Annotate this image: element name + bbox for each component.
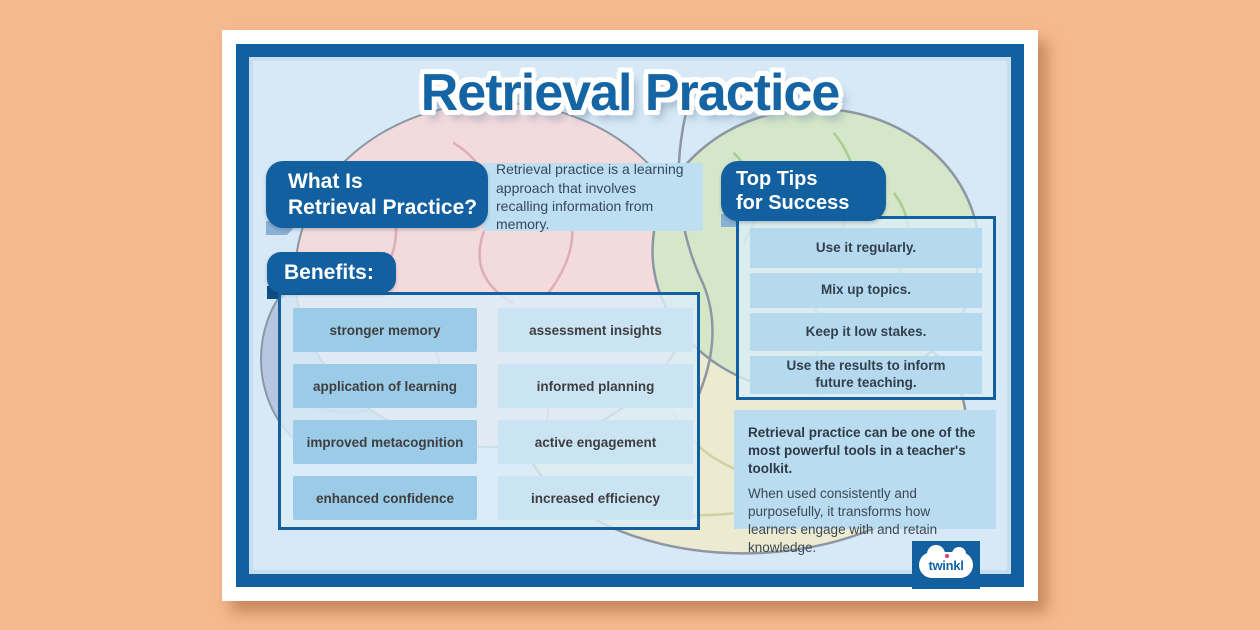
benefit-item: active engagement [498, 420, 693, 464]
summary-panel: Retrieval practice can be one of the mos… [734, 410, 996, 555]
twinkl-wordmark: twinkl [928, 557, 964, 573]
toptips-heading-line1: Top Tips [736, 167, 818, 190]
page-title: Retrieval Practice [420, 64, 841, 122]
poster-canvas: Retrieval Practice What Is Retrieval Pra… [249, 57, 1011, 574]
benefit-item: increased efficiency [498, 476, 693, 520]
whatis-description-box: Retrieval practice is a learning approac… [483, 161, 703, 233]
summary-regular-text: When used consistently and purposefully,… [748, 486, 938, 556]
benefits-heading: Benefits: [267, 252, 396, 293]
benefit-item: assessment insights [498, 308, 693, 352]
tip-item: Use it regularly. [750, 228, 982, 268]
tip-item: Use the results to inform future teachin… [750, 356, 982, 394]
poster: Retrieval Practice What Is Retrieval Pra… [222, 30, 1038, 601]
whatis-description-text: Retrieval practice is a learning approac… [496, 161, 684, 233]
benefit-item: improved metacognition [293, 420, 477, 464]
toptips-heading-line2: for Success [736, 192, 850, 214]
summary-bold-text: Retrieval practice can be one of the mos… [748, 425, 976, 477]
poster-border: Retrieval Practice What Is Retrieval Pra… [236, 44, 1024, 587]
whatis-heading-line2: Retrieval Practice? [288, 195, 478, 219]
tip-item: Keep it low stakes. [750, 313, 982, 351]
toptips-panel: Use it regularly. Mix up topics. Keep it… [736, 216, 996, 400]
toptips-heading: Top Tips for Success [721, 161, 886, 221]
whatis-heading: What Is Retrieval Practice? [266, 161, 488, 228]
twinkl-logo: twinkl [912, 541, 980, 589]
benefit-item: enhanced confidence [293, 476, 477, 520]
benefit-item: informed planning [498, 364, 693, 408]
benefits-heading-text: Benefits: [284, 260, 374, 284]
twinkl-cloud-icon: twinkl [919, 545, 973, 578]
benefit-item: application of learning [293, 364, 477, 408]
benefits-panel: stronger memory assessment insights appl… [278, 292, 700, 530]
whatis-heading-line1: What Is [288, 169, 363, 193]
tip-item: Mix up topics. [750, 273, 982, 308]
benefit-item: stronger memory [293, 308, 477, 352]
twinkl-pink-dot-icon [945, 554, 949, 558]
